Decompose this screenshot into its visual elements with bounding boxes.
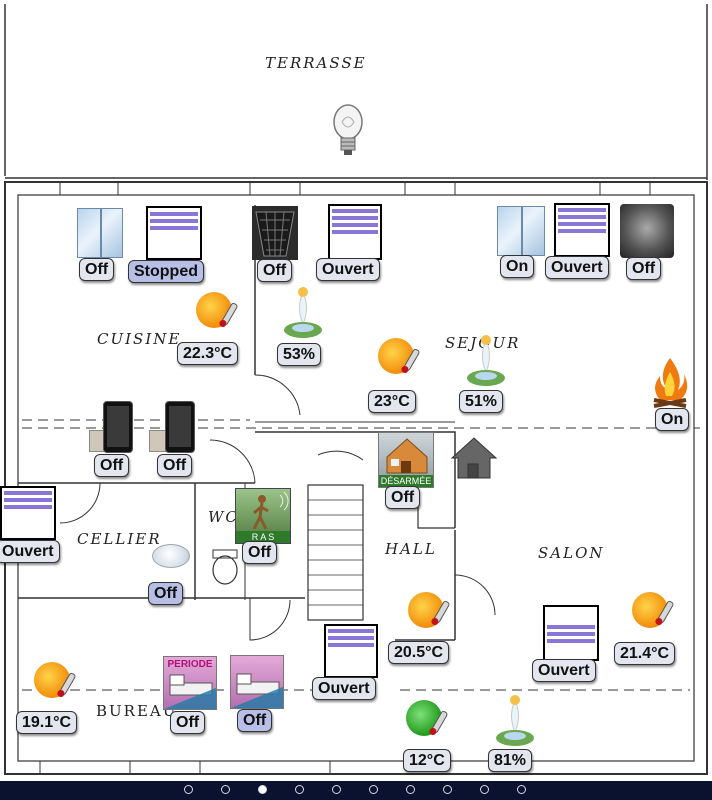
page-dot[interactable] xyxy=(221,785,230,794)
page-dot[interactable] xyxy=(369,785,378,794)
schedule-bed-icon[interactable]: PERIODE xyxy=(163,656,217,710)
lightbulb-icon xyxy=(333,104,363,155)
phone-icon[interactable] xyxy=(103,401,133,453)
cuisine-temperature[interactable]: 22.3°C xyxy=(177,342,239,365)
page-dot[interactable] xyxy=(517,785,526,794)
alarm-house-drawing-icon xyxy=(386,438,428,474)
page-dot[interactable] xyxy=(443,785,452,794)
salon-shutter-status[interactable]: Ouvert xyxy=(532,659,596,682)
cuisine-shutter2-status[interactable]: Ouvert xyxy=(316,258,380,281)
room-label-salon: SALON xyxy=(538,544,605,562)
shutter-icon[interactable] xyxy=(0,486,56,540)
bureau-temperature[interactable]: 19.1°C xyxy=(16,711,78,734)
room-label-sejour: SEJOUR xyxy=(445,334,520,352)
page-dot[interactable] xyxy=(332,785,341,794)
salon-temperature[interactable]: 21.4°C xyxy=(614,642,676,665)
cellier-shutter-status[interactable]: Ouvert xyxy=(0,540,60,563)
cellier-detector-status[interactable]: Off xyxy=(148,582,184,605)
hall-shutter-status[interactable]: Ouvert xyxy=(312,677,376,700)
sejour-speaker-status[interactable]: Off xyxy=(626,257,662,280)
motion-caption: R A S xyxy=(236,531,290,543)
phone2-status[interactable]: Off xyxy=(157,454,193,477)
motion-sensor-icon[interactable]: R A S xyxy=(235,488,291,544)
outdoor-temperature[interactable]: 12°C xyxy=(403,749,451,772)
fireplace-status[interactable]: On xyxy=(655,408,690,431)
shutter-icon[interactable] xyxy=(554,203,610,257)
humidity-fountain-icon xyxy=(496,695,534,746)
page-dot[interactable] xyxy=(406,785,415,794)
bureau-schedule2-status[interactable]: Off xyxy=(237,709,273,732)
walking-person-icon xyxy=(252,491,289,530)
floor-plan xyxy=(4,4,708,775)
sejour-window-status[interactable]: On xyxy=(500,255,535,278)
humidity-fountain-icon xyxy=(467,335,505,386)
lamp-shade-pattern-icon xyxy=(255,211,295,257)
page-indicator xyxy=(0,781,712,800)
room-label-terrasse: TERRASSE xyxy=(265,54,367,72)
window-icon[interactable] xyxy=(77,208,123,258)
speaker-icon[interactable] xyxy=(620,204,674,258)
sejour-humidity[interactable]: 51% xyxy=(459,390,504,413)
room-label-hall: HALL xyxy=(385,540,437,558)
schedule-caption: PERIODE xyxy=(167,659,213,670)
home-icon xyxy=(450,437,498,479)
shutter-icon[interactable] xyxy=(328,204,382,260)
shutter-icon[interactable] xyxy=(324,624,378,678)
page-dot[interactable] xyxy=(184,785,193,794)
schedule-bed-icon[interactable] xyxy=(230,655,284,709)
room-label-bureau: BUREAU xyxy=(96,702,178,720)
window-icon[interactable] xyxy=(497,206,545,256)
bureau-schedule1-status[interactable]: Off xyxy=(170,711,206,734)
room-label-cellier: CELLIER xyxy=(77,530,162,548)
alarm-caption: DÉSARMÉE xyxy=(379,475,433,487)
room-label-wc: WC xyxy=(208,508,239,526)
detector-icon[interactable] xyxy=(152,544,190,568)
cuisine-shutter-status[interactable]: Stopped xyxy=(128,260,204,283)
sejour-temperature[interactable]: 23°C xyxy=(368,390,416,413)
fireplace-icon[interactable] xyxy=(650,356,690,408)
sejour-shutter-status[interactable]: Ouvert xyxy=(545,256,609,279)
alarm-house-icon[interactable]: DÉSARMÉE xyxy=(378,432,434,488)
phone-icon[interactable] xyxy=(165,401,195,453)
alarm-status[interactable]: Off xyxy=(385,486,421,509)
page-dot[interactable] xyxy=(480,785,489,794)
page-dot[interactable] xyxy=(295,785,304,794)
shutter-icon[interactable] xyxy=(543,605,599,661)
outdoor-humidity[interactable]: 81% xyxy=(488,749,533,772)
humidity-fountain-icon xyxy=(284,287,322,338)
lamp-shade-icon[interactable] xyxy=(252,206,298,260)
cuisine-humidity[interactable]: 53% xyxy=(277,343,322,366)
bed-icon xyxy=(231,673,283,708)
wc-motion-status[interactable]: Off xyxy=(242,541,278,564)
hall-temperature[interactable]: 20.5°C xyxy=(388,641,450,664)
room-label-cuisine: CUISINE xyxy=(97,330,182,348)
page-dot-active[interactable] xyxy=(258,785,267,794)
shutter-icon[interactable] xyxy=(146,206,202,260)
cuisine-lamp-status[interactable]: Off xyxy=(257,259,293,282)
bed-icon xyxy=(164,674,216,709)
cuisine-window-status[interactable]: Off xyxy=(79,258,115,281)
phone1-status[interactable]: Off xyxy=(94,454,130,477)
